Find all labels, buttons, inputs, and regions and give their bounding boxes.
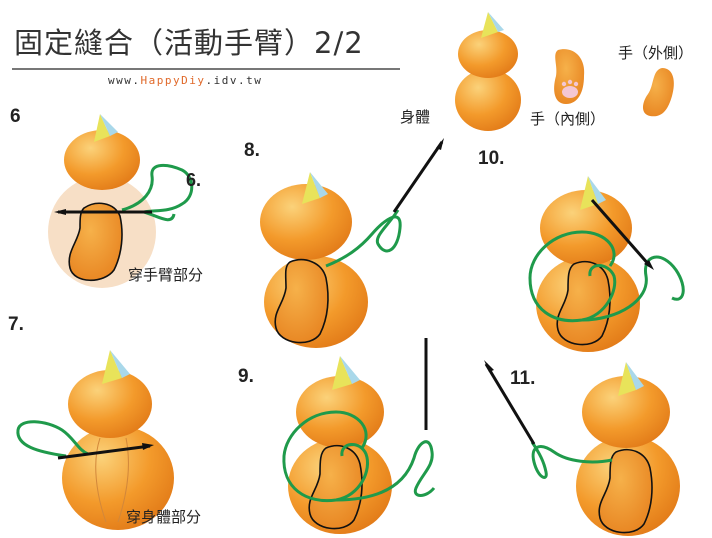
url-suffix: .idv.tw — [205, 74, 263, 87]
step-9-number: 9. — [238, 366, 254, 387]
step-7-caption: 穿身體部分 — [126, 508, 202, 526]
step-11-figure — [484, 360, 680, 536]
step-8-number: 8. — [244, 140, 260, 161]
site-url: www.HappyDiy.idv.tw — [108, 74, 262, 87]
title-underline — [12, 68, 400, 70]
step-6-number: 6 — [10, 106, 21, 127]
step-9-figure — [282, 338, 436, 534]
step-6-figure — [48, 114, 194, 288]
url-prefix: www. — [108, 74, 141, 87]
step-10-number: 10. — [478, 148, 505, 169]
legend-arm-outer-figure — [643, 68, 674, 117]
step-10-figure — [528, 176, 685, 352]
step-7-number: 7. — [8, 314, 24, 335]
legend-body-label: 身體 — [400, 108, 431, 126]
page-title: 固定縫合（活動手臂）2/2 — [14, 26, 364, 60]
step-6-mark: 6. — [186, 170, 202, 190]
legend-arm-inner-label: 手（內側） — [530, 110, 606, 128]
step-8-figure — [260, 138, 444, 348]
step-11-number: 11. — [510, 368, 536, 389]
legend-arm-inner-figure — [554, 49, 585, 104]
legend-arm-outer-label: 手（外側） — [618, 44, 694, 62]
legend-body-figure — [455, 12, 521, 131]
step-6-caption: 穿手臂部分 — [128, 266, 204, 284]
url-brand: HappyDiy — [140, 74, 206, 87]
step-7-figure — [16, 350, 174, 530]
